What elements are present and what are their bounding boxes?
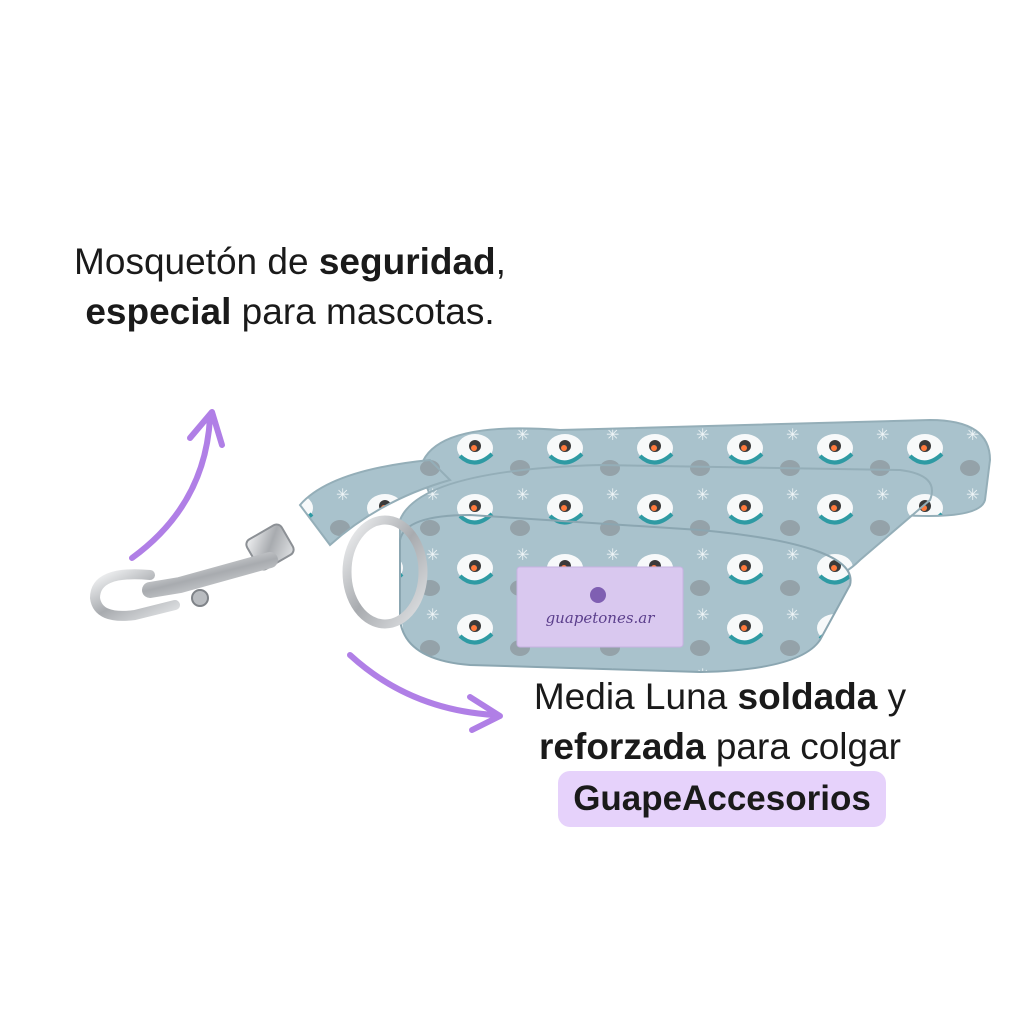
- brand-badge: GuapeAccesorios: [558, 771, 886, 827]
- brand-logo-icon: [590, 587, 606, 603]
- leash-strap: [298, 458, 452, 547]
- clasp-caption-line-1: Mosquetón de seguridad,: [74, 241, 506, 282]
- ring-caption: Media Luna soldada y reforzada para colg…: [500, 672, 940, 772]
- ring-caption-line-1: Media Luna soldada y: [533, 676, 907, 717]
- carabiner-clasp-icon: [89, 523, 295, 621]
- curved-arrow-up-icon: [129, 409, 225, 561]
- ring-caption-line-2: reforzada para colgar: [539, 726, 901, 767]
- d-ring-icon: [342, 515, 428, 629]
- leash-label-text: guapetones.ar: [546, 609, 656, 627]
- clasp-caption-line-2: especial para mascotas.: [85, 291, 495, 332]
- curved-arrow-right-icon: [347, 652, 503, 733]
- clasp-caption: Mosquetón de seguridad, especial para ma…: [40, 237, 540, 337]
- leash-brand-label: [516, 566, 684, 648]
